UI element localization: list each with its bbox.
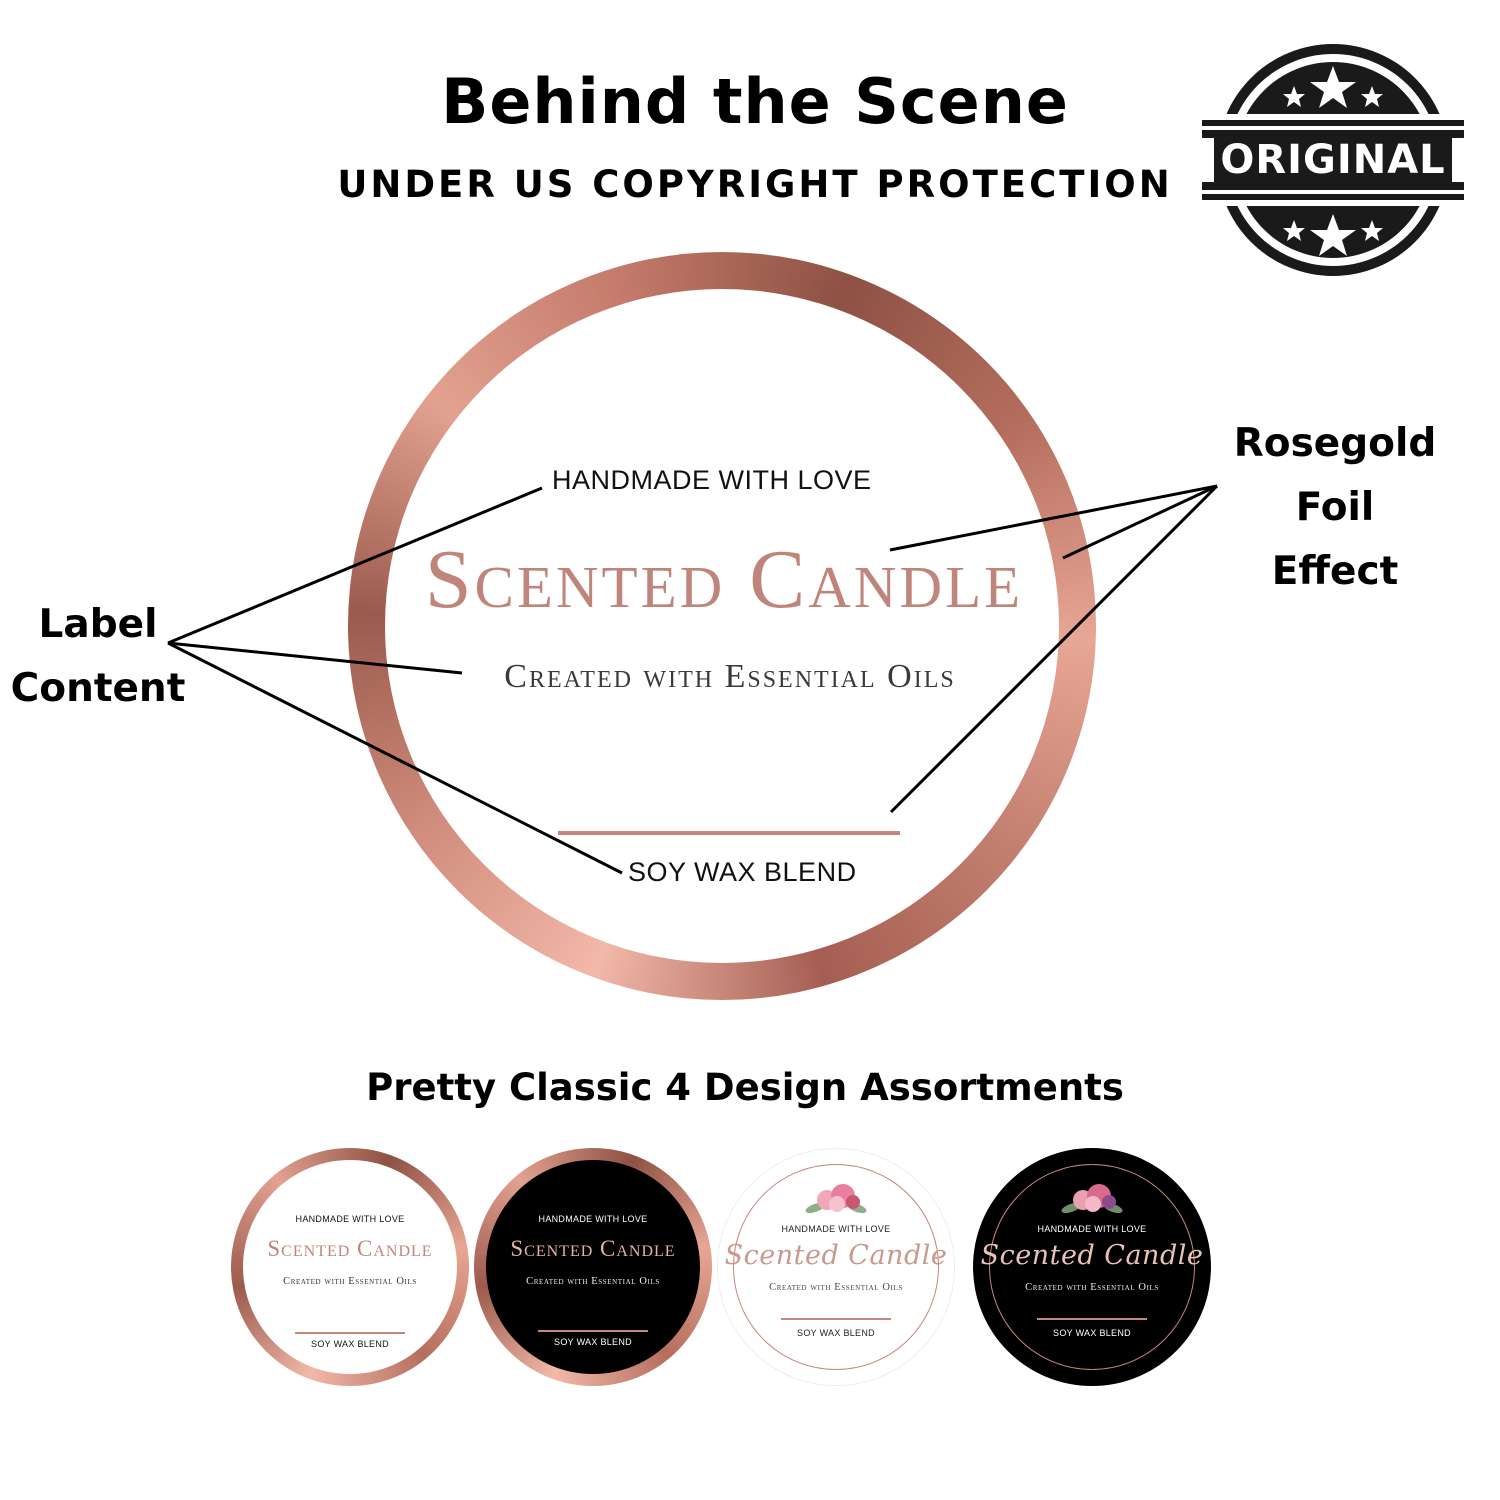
design-2-tagline: Created with Essential Oils [526,1276,660,1287]
original-badge: ORIGINAL [1198,42,1468,278]
label-tagline: Created with Essential Oils [504,658,956,695]
design-3-top: HANDMADE WITH LOVE [781,1224,891,1234]
design-3-bottom: SOY WAX BLEND [797,1328,875,1338]
label-bottom-line: SOY WAX BLEND [628,857,857,887]
badge-text: ORIGINAL [1220,137,1446,183]
callout-line-foil-2 [1062,484,1218,560]
design-rosegold-white: HANDMADE WITH LOVE Scented Candle Create… [231,1148,469,1386]
design-4-divider [1037,1318,1147,1320]
design-1-bottom: SOY WAX BLEND [311,1339,389,1349]
callout-rosegold: Rosegold Foil Effect [1190,412,1480,604]
design-1-divider [295,1332,405,1334]
design-1-name: Scented Candle [267,1236,433,1261]
page-subtitle: UNDER US COPYRIGHT PROTECTION [337,163,1173,206]
design-1-top: HANDMADE WITH LOVE [295,1214,405,1224]
callout-label-content: Label Content [8,593,188,721]
main-label-face [385,289,1059,963]
design-2-top: HANDMADE WITH LOVE [538,1214,648,1224]
assortment-title: Pretty Classic 4 Design Assortments [366,1066,1124,1109]
main-label-ring [348,252,1096,1000]
callout-line-foil-3 [889,484,1219,814]
design-4-tagline: Created with Essential Oils [1025,1282,1159,1293]
callout-left-line1: Label [38,602,158,647]
design-floral-white: HANDMADE WITH LOVE Scented Candle Create… [717,1148,955,1386]
label-top-line: HANDMADE WITH LOVE [552,465,872,495]
label-name: Scented Candle [424,533,1024,626]
design-1-tagline: Created with Essential Oils [283,1276,417,1287]
star-seal-icon [1198,44,1468,276]
callout-left-line2: Content [10,666,186,711]
callout-right-line1: Rosegold Foil [1233,421,1437,530]
design-3-divider [781,1318,891,1320]
label-divider [558,831,900,835]
callout-line-foil-1 [889,484,1218,552]
design-2-bottom: SOY WAX BLEND [554,1337,632,1347]
callout-line-bottom [167,641,623,875]
flower-icon [805,1184,867,1214]
page-title: Behind the Scene [441,65,1069,138]
design-3-tagline: Created with Essential Oils [769,1282,903,1293]
callout-line-mid [167,641,463,675]
design-4-bottom: SOY WAX BLEND [1053,1328,1131,1338]
design-4-top: HANDMADE WITH LOVE [1037,1224,1147,1234]
design-rosegold-black: HANDMADE WITH LOVE Scented Candle Create… [474,1148,712,1386]
design-2-name: Scented Candle [510,1236,676,1261]
flower-icon [1061,1184,1123,1214]
design-2-divider [538,1330,648,1332]
design-3-name: Scented Candle [724,1240,948,1271]
design-floral-black: HANDMADE WITH LOVE Scented Candle Create… [973,1148,1211,1386]
callout-line-top [167,486,543,645]
callout-right-line2: Effect [1271,549,1399,594]
design-4-name: Scented Candle [980,1240,1204,1271]
